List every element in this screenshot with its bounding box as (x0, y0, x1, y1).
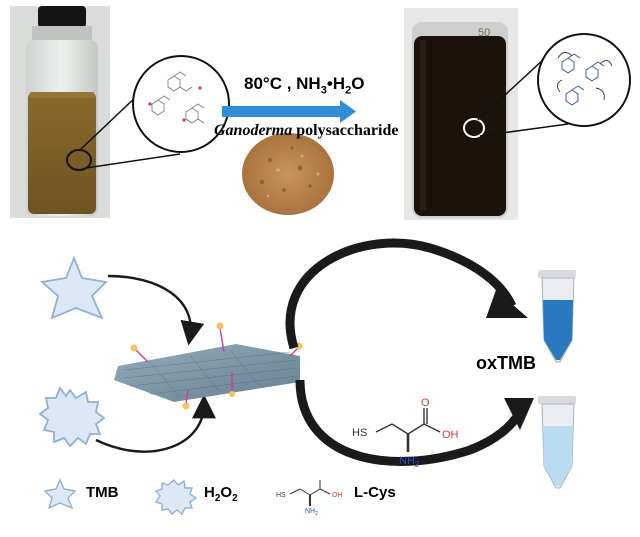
legend-tmb-label: TMB (86, 484, 119, 501)
oxidation-arrow-icon (285, 238, 517, 350)
nanosheet-catalyst (114, 322, 303, 410)
tmb-star-icon (39, 255, 108, 320)
process-arrow-icon (222, 100, 356, 123)
zoom-callout-right (463, 33, 631, 138)
legend-tmb-icon (43, 478, 77, 510)
legend-h2o2-icon (154, 479, 198, 516)
h2o2-arrow-icon (95, 394, 216, 453)
oxtmb-label: oxTMB (476, 353, 536, 373)
legend-lcys-sh: HS (276, 492, 286, 499)
inhibition-arrow-icon (295, 379, 524, 466)
lcys-o: O (421, 397, 430, 409)
legend-h2o2-label: H2O2 (204, 484, 238, 504)
bottle-mark: 50 (478, 27, 490, 39)
legend-lcys-label: L-Cys (354, 484, 396, 501)
tube-dark-blue (538, 270, 576, 363)
inhibition-arrowhead-icon (504, 398, 534, 430)
lcys-nh: NH2 (399, 455, 420, 469)
tmb-arrow-icon (107, 274, 205, 346)
lcys-structure (375, 408, 441, 452)
graphene-sheet-icon (148, 71, 205, 124)
legend-lcys-nh: NH2 (305, 508, 318, 517)
powder-image (242, 133, 334, 215)
functionalized-sheet-icon (557, 52, 613, 106)
legend-lcys-icon (289, 480, 331, 506)
oxidation-arrowhead-icon (486, 290, 528, 318)
photo-left-bottle (10, 6, 110, 218)
h2o2-burst-icon (38, 386, 106, 448)
lcys-oh: OH (442, 429, 459, 441)
lcys-sh: HS (352, 427, 367, 439)
photo-right-bottle: 50 (404, 8, 518, 220)
ganoderma-label: Ganoderma polysaccharide (214, 122, 399, 139)
legend-lcys-oh: OH (332, 492, 343, 499)
tube-light-blue (538, 396, 576, 489)
zoom-callout-left (66, 55, 230, 171)
reaction-condition-label: 80°C , NH3•H2O (244, 74, 365, 97)
